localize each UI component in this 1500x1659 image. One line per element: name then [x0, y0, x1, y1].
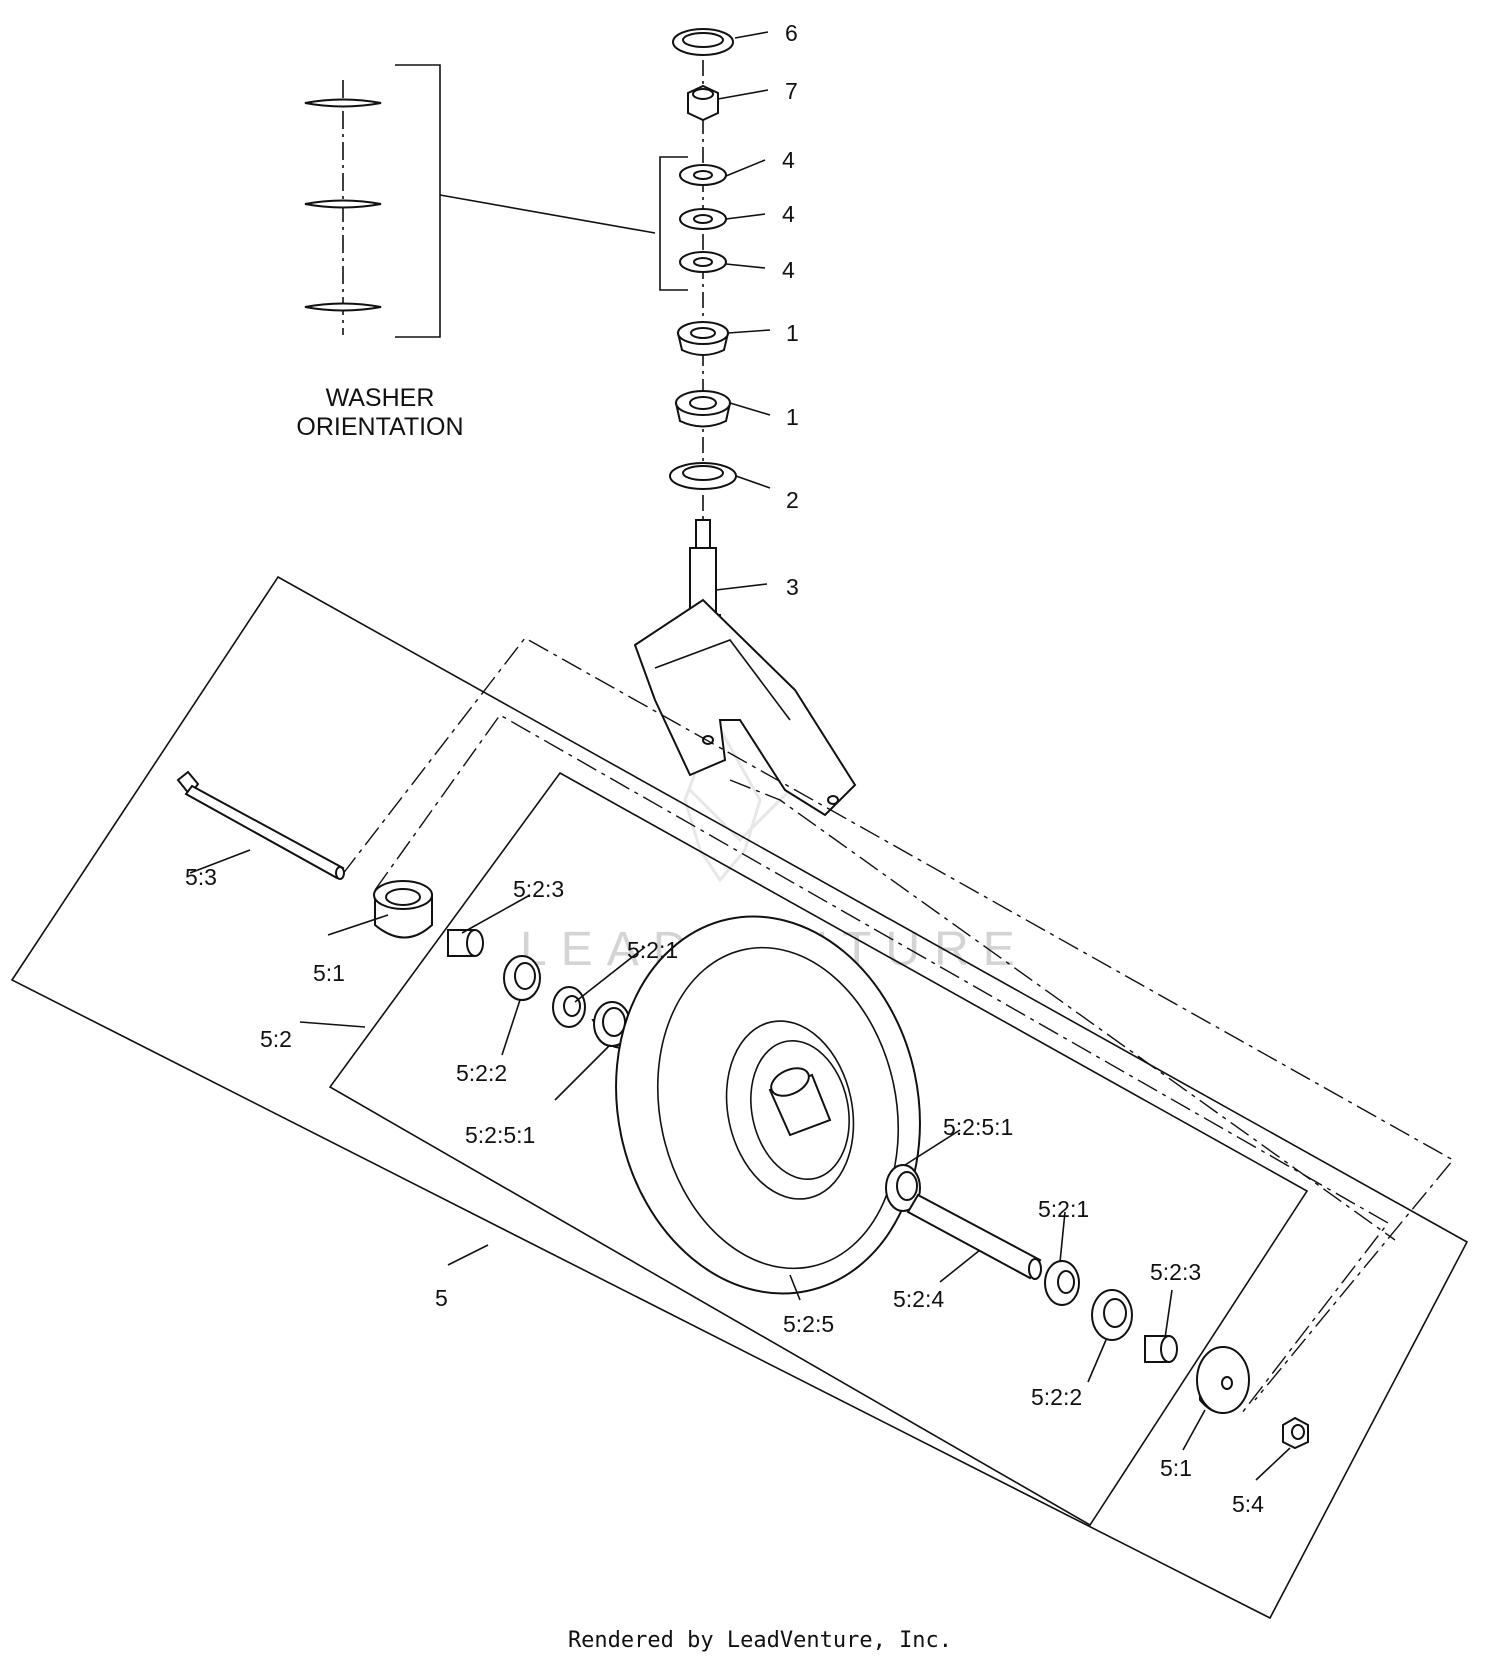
callout-5: 5	[435, 1285, 448, 1311]
bearing-cone-part-5-2-1-left	[552, 986, 586, 1028]
callout-1-b: 1	[786, 404, 799, 430]
axle-bolt-part-5-3	[176, 770, 345, 880]
dust-cap-part-6	[672, 28, 734, 56]
bearing-cone-part-5-2-1-right	[1044, 1260, 1080, 1306]
callout-5-2-2-left: 5:2:2	[456, 1060, 507, 1086]
callout-5-2-3-left: 5:2:3	[513, 876, 564, 902]
footer-credit: Rendered by LeadVenture, Inc.	[568, 1628, 952, 1653]
spacer-part-5-2-3-right	[1144, 1335, 1178, 1363]
spacer-part-5-1-right	[1196, 1346, 1250, 1414]
seal-part-5-2-2-left	[503, 955, 541, 1001]
callout-5-2-4: 5:2:4	[893, 1286, 944, 1312]
callout-5-2-5-1-left: 5:2:5:1	[465, 1122, 535, 1148]
bearing-cone-part-1-b	[674, 390, 732, 428]
spacer-part-5-2-3-left	[447, 929, 484, 957]
callout-5-2-5-1-right: 5:2:5:1	[943, 1114, 1013, 1140]
tire-wheel-part-5-2-5	[615, 915, 921, 1295]
callout-5-2: 5:2	[260, 1026, 292, 1052]
spacer-part-5-1-left	[373, 880, 433, 939]
assembly-5-2-outline	[328, 771, 1309, 1527]
washer-part-4-b	[679, 208, 727, 230]
callout-4-b: 4	[782, 201, 795, 227]
washer-orientation-line2: ORIENTATION	[296, 413, 463, 441]
watermark-logo	[683, 716, 792, 883]
callout-5-2-1-right: 5:2:1	[1038, 1196, 1089, 1222]
callout-5-1-left: 5:1	[313, 960, 345, 986]
callout-1-a: 1	[786, 320, 799, 346]
lock-nut-part-7	[687, 84, 719, 122]
caster-fork	[633, 598, 857, 817]
washer-orientation-line1: WASHER	[326, 384, 435, 412]
callout-3: 3	[786, 574, 799, 600]
callout-4-c: 4	[782, 257, 795, 283]
callout-5-1-right: 5:1	[1160, 1455, 1192, 1481]
bearing-cup-part-5-2-5-1-right	[885, 1164, 921, 1212]
assembly-5-outline	[10, 575, 1469, 1620]
callout-4-a: 4	[782, 147, 795, 173]
nut-part-5-4	[1282, 1416, 1309, 1450]
callout-6: 6	[785, 20, 798, 46]
bearing-cone-part-1-a	[676, 321, 730, 356]
spacer-tube-part-5-2-4	[906, 1193, 1042, 1280]
callout-5-3: 5:3	[185, 864, 217, 890]
callout-5-4: 5:4	[1232, 1491, 1264, 1517]
callout-5-2-2-right: 5:2:2	[1031, 1384, 1082, 1410]
washer-orientation-detail	[304, 64, 688, 338]
callout-5-2-5: 5:2:5	[783, 1311, 834, 1337]
seal-part-5-2-2-right	[1091, 1289, 1133, 1341]
callout-7: 7	[785, 78, 798, 104]
axis-dashed-path-lower	[374, 714, 1390, 1414]
axis-dashed-path-bottom	[729, 779, 1396, 1241]
callout-5-2-1-left: 5:2:1	[627, 937, 678, 963]
bearing-cup-part-2	[669, 462, 737, 490]
callout-2: 2	[786, 487, 799, 513]
washer-part-4-c	[679, 251, 727, 273]
leader-lines	[189, 31, 1291, 1481]
washer-part-4-a	[679, 164, 727, 186]
callout-5-2-3-right: 5:2:3	[1150, 1259, 1201, 1285]
